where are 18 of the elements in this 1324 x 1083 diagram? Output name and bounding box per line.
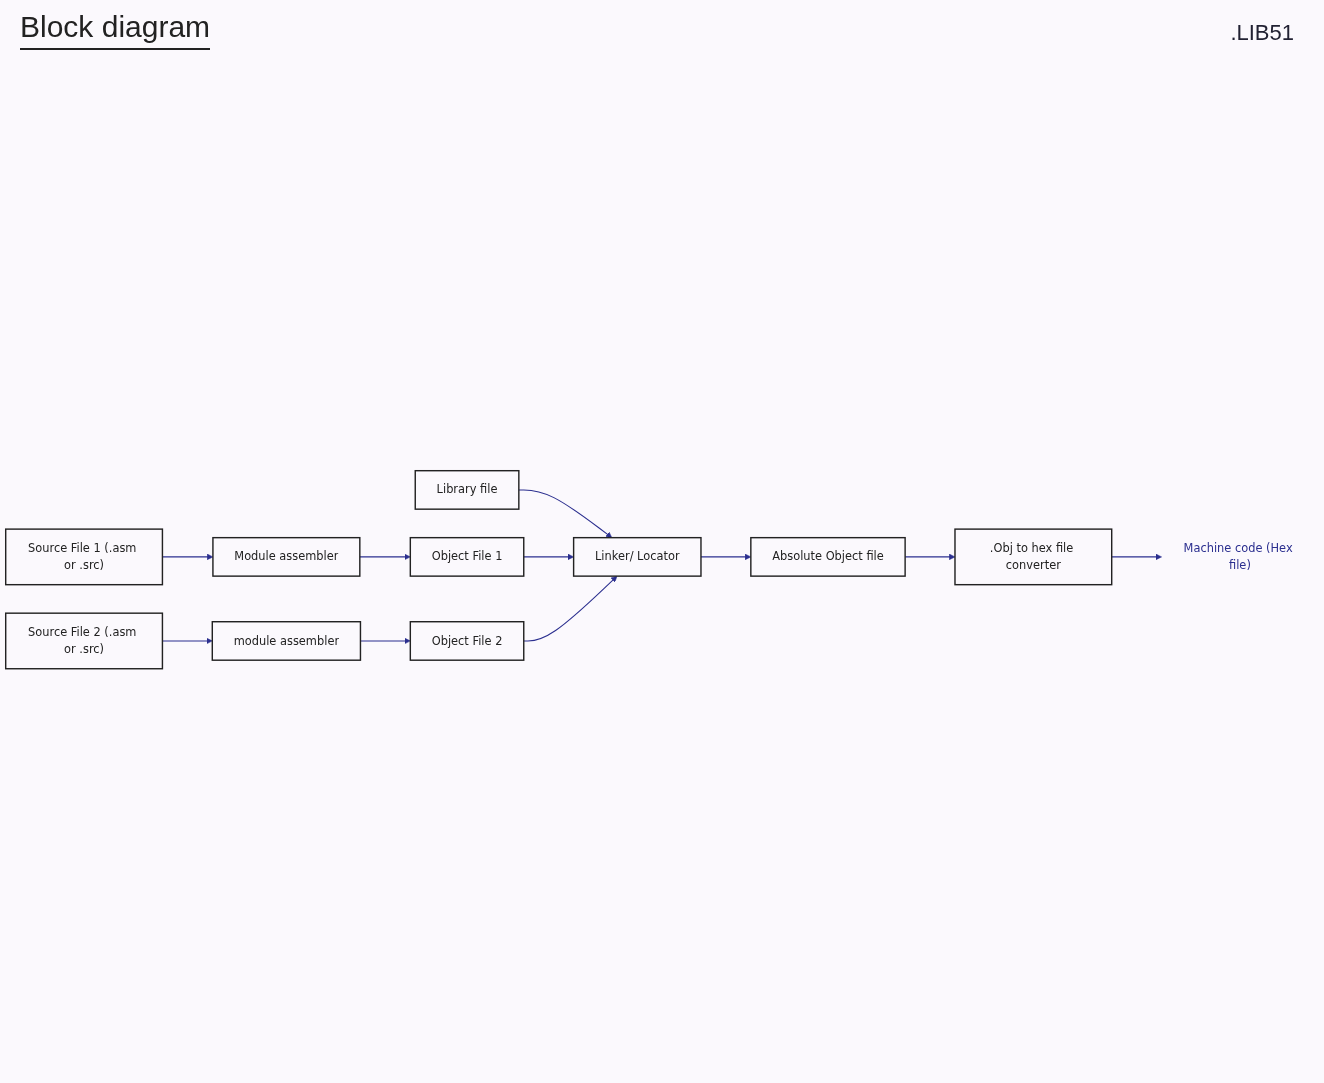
file-extension-note: .LIB51 [1230, 20, 1294, 46]
arrow [1111, 554, 1162, 561]
diagram-title: Block diagram [20, 10, 211, 50]
node-box: Library file [414, 470, 520, 511]
arrow [518, 489, 613, 539]
arrow [523, 576, 618, 642]
node-box: .Obj to hex file converter [954, 528, 1113, 586]
node-box: Object File 1 [409, 537, 525, 578]
node-box: Source File 2 (.asm or .src) [5, 612, 164, 670]
node-box: Object File 2 [409, 621, 525, 662]
arrow [523, 554, 574, 561]
node-box: Source File 1 (.asm or .src) [5, 528, 164, 586]
node-box: Absolute Object file [750, 537, 906, 578]
arrow [359, 554, 411, 561]
node-box: Linker/ Locator [572, 537, 702, 578]
node-text: Machine code (Hex file) [1183, 541, 1293, 573]
node-box: module assembler [211, 621, 362, 662]
node-box: Module assembler [212, 537, 361, 578]
